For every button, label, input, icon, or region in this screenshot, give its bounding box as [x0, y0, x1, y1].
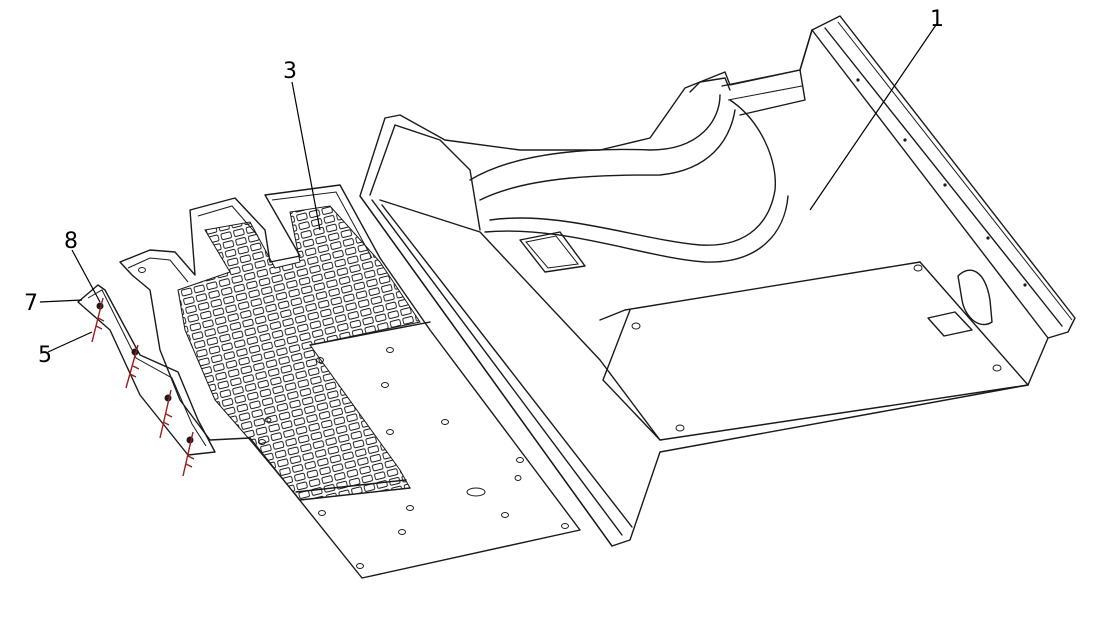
part-1-floor-tub — [359, 15, 1076, 547]
part-3-floor-mat — [119, 184, 581, 579]
callout-1: 1 — [930, 7, 944, 32]
callout-5: 5 — [38, 343, 52, 368]
fasteners — [91, 297, 195, 477]
leader-lines — [39, 21, 939, 353]
callout-3: 3 — [283, 59, 297, 84]
callout-7: 7 — [24, 291, 38, 316]
callout-8: 8 — [64, 229, 78, 254]
